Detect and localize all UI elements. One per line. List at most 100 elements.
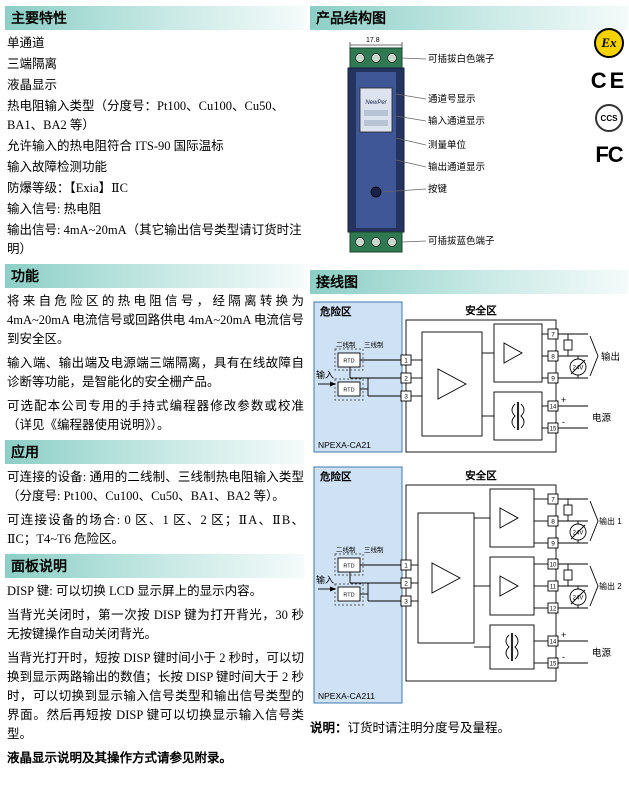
feature-item: 允许输入的热电阻符合 ITS-90 国际温标 (7, 139, 224, 153)
terminal-number: 1 (404, 358, 408, 365)
atex-ex-icon: Ex (594, 28, 624, 58)
application-title: 应用 (5, 440, 304, 464)
brand-label: NewPer (365, 100, 387, 106)
callout-blue-terminal: 可插拔蓝色端子 (428, 235, 495, 247)
callout-labels: 可插拔白色端子 通道号显示 输入通道显示 测量单位 输出通道显示 按键 可插拔蓝… (428, 53, 495, 247)
panel-paragraph: 当背光打开时，短按 DISP 键时间小于 2 秒时，可以切换到显示两路输出的数值… (7, 651, 304, 741)
order-note-label: 说明： (310, 721, 348, 735)
three-wire-label: 三线制 (364, 545, 384, 554)
polarity-plus: + (561, 395, 566, 405)
right-column: 产品结构图 17.8 NewPer (310, 6, 628, 736)
ca211-circuit (313, 466, 599, 704)
output1-label: 输出 1 (599, 516, 622, 526)
feature-item: 液晶显示 (7, 78, 58, 92)
ca21-circuit (313, 301, 599, 453)
terminal-number: 12 (550, 607, 557, 613)
ccs-mark-icon: CCS (595, 104, 623, 132)
panel-footer-note: 液晶显示说明及其操作方式请参见附录。 (7, 751, 233, 765)
danger-zone-label: 危险区 (319, 470, 352, 483)
polarity-minus: - (562, 417, 565, 427)
terminal-number: 8 (551, 519, 555, 526)
terminal-number: 1 (404, 563, 408, 570)
disp-button (370, 186, 382, 198)
polarity-plus: + (561, 630, 566, 640)
left-column: 主要特性 单通道 三端隔离 液晶显示 热电阻输入类型（分度号：Pt100、Cu1… (5, 6, 304, 773)
input-label: 输入 (316, 574, 334, 585)
ca211-labels: 危险区 安全区 输入 二线制 三线制 RTD RTD 1 2 3 7 8 9 1… (316, 469, 622, 701)
three-wire-label: 三线制 (364, 340, 384, 349)
danger-zone-label: 危险区 (319, 305, 352, 318)
power-label: 电源 (592, 412, 612, 424)
terminal-number: 11 (550, 585, 557, 591)
feature-item: 输入信号: 热电阻 (7, 202, 102, 216)
power-label: 电源 (592, 647, 612, 659)
safe-zone-label: 安全区 (465, 304, 497, 317)
section-application: 应用 可连接的设备: 通用的二线制、三线制热电阻输入类型（分度号: Pt100、… (5, 440, 304, 549)
rtd-label: RTD (343, 388, 354, 394)
terminal-number: 9 (551, 541, 555, 548)
output-label: 输出 (601, 351, 620, 363)
panel-paragraph: 当背光关闭时，第一次按 DISP 键为打开背光，30 秒无按键操作自动关闭背光。 (7, 608, 304, 641)
certification-marks: Ex CE CCS FC (590, 28, 628, 168)
terminal-number: 7 (551, 332, 555, 339)
function-paragraph: 将来自危险区的热电阻信号，经隔离转换为 4mA~20mA 电流信号或回路供电 4… (7, 294, 304, 346)
terminal-number: 3 (404, 599, 408, 606)
terminal-number: 2 (404, 376, 408, 383)
function-title: 功能 (5, 264, 304, 288)
structure-title: 产品结构图 (310, 6, 628, 30)
terminal-number: 10 (550, 563, 557, 569)
two-wire-label: 二线制 (336, 340, 356, 349)
terminal-number: 8 (551, 354, 555, 361)
terminal-number: 7 (551, 497, 555, 504)
section-panel: 面板说明 DISP 键: 可以切换 LCD 显示屏上的显示内容。 当背光关闭时，… (5, 554, 304, 768)
panel-title: 面板说明 (5, 554, 304, 578)
callout-button: 按键 (428, 183, 448, 195)
function-paragraph: 可选配本公司专用的手持式编程器修改参数或校准（详见《编程器使用说明》）。 (7, 399, 304, 432)
terminal-number: 9 (551, 376, 555, 383)
panel-paragraph: DISP 键: 可以切换 LCD 显示屏上的显示内容。 (7, 584, 263, 598)
terminal-number: 2 (404, 581, 408, 588)
fcc-mark-icon: FC (595, 142, 623, 167)
device-illustration: 17.8 NewPer (347, 37, 405, 253)
callout-input-channel: 输入通道显示 (428, 115, 485, 127)
callout-leader-lines (381, 57, 427, 243)
rtd-label: RTD (343, 593, 354, 599)
terminal-number: 14 (550, 640, 557, 646)
product-structure-diagram: 17.8 NewPer (347, 37, 495, 253)
terminal-number: 15 (550, 427, 557, 433)
model-label: NPEXA-CA21 (318, 440, 371, 450)
callout-unit: 测量单位 (428, 139, 467, 151)
features-title: 主要特性 (5, 6, 304, 30)
feature-item: 单通道 (7, 36, 45, 50)
model-label: NPEXA-CA211 (318, 691, 375, 701)
wiring-diagram-ca21: 危险区 安全区 输入 二线制 三线制 RTD RTD 1 2 3 7 8 9 1… (313, 301, 620, 453)
wiring-diagram-ca211: 危险区 安全区 输入 二线制 三线制 RTD RTD 1 2 3 7 8 9 1… (313, 466, 622, 704)
feature-item: 防爆等级：【Exia】ⅡC (7, 181, 128, 195)
function-paragraph: 输入端、输出端及电源端三端隔离，具有在线故障自诊断等功能，是智能化的安全栅产品。 (7, 356, 304, 389)
ce-mark-icon: CE (590, 68, 628, 93)
rtd-label: RTD (343, 564, 354, 570)
section-function: 功能 将来自危险区的热电阻信号，经隔离转换为 4mA~20mA 电流信号或回路供… (5, 264, 304, 435)
ca21-labels: 危险区 安全区 输入 二线制 三线制 RTD RTD 1 2 3 7 8 9 1… (316, 304, 620, 450)
polarity-minus: - (562, 652, 565, 662)
rtd-label: RTD (343, 359, 354, 365)
section-features: 主要特性 单通道 三端隔离 液晶显示 热电阻输入类型（分度号：Pt100、Cu1… (5, 6, 304, 259)
two-wire-label: 二线制 (336, 545, 356, 554)
feature-item: 三端隔离 (7, 57, 58, 71)
width-dimension: 17.8 (366, 37, 380, 44)
terminal-number: 14 (550, 405, 557, 411)
voltage-label: 24V (573, 596, 584, 602)
feature-item: 热电阻输入类型（分度号：Pt100、Cu100、Cu50、BA1、BA2 等） (7, 99, 285, 132)
terminal-number: 15 (550, 662, 557, 668)
input-label: 输入 (316, 369, 334, 380)
wiring-title: 接线图 (310, 270, 628, 294)
feature-item: 输入故障检测功能 (7, 160, 108, 174)
callout-white-terminal: 可插拔白色端子 (428, 53, 495, 65)
order-note: 说明：订货时请注明分度号及量程。 (310, 717, 628, 736)
feature-item: 输出信号: 4mA~20mA（其它输出信号类型请订货时注明） (7, 223, 302, 256)
voltage-label: 24V (573, 366, 584, 372)
application-paragraph: 可连接设备的场合: 0 区、1 区、2 区；ⅡA、ⅡB、ⅡC；T4~T6 危险区… (7, 513, 304, 546)
callout-channel-number: 通道号显示 (428, 93, 476, 105)
output2-label: 输出 2 (599, 581, 622, 591)
